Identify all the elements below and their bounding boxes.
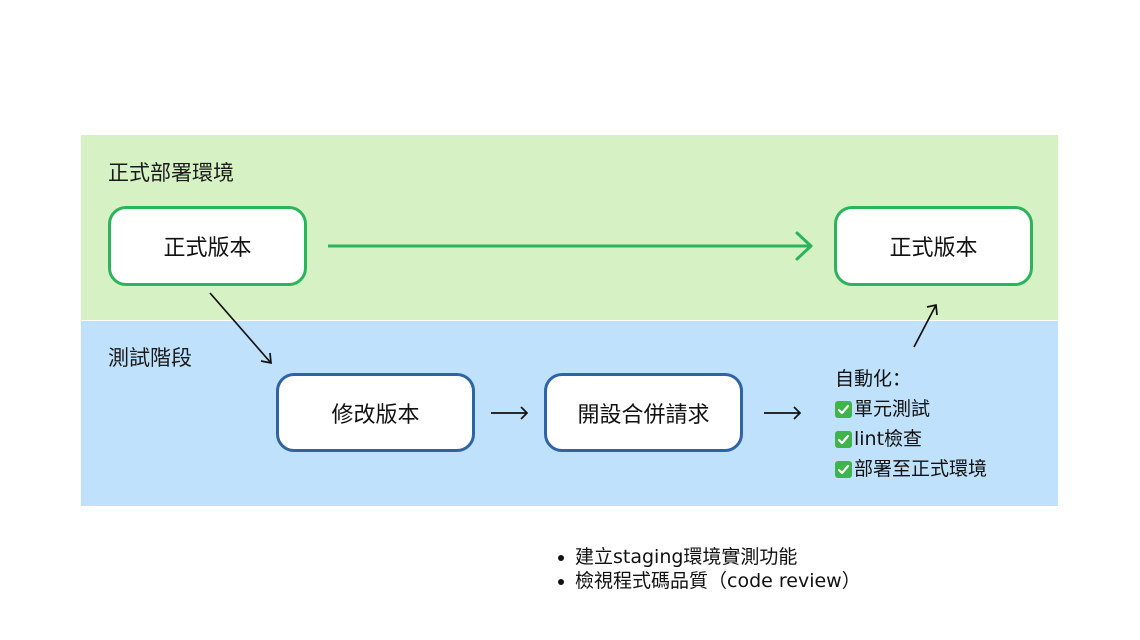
- check-mark-icon: [835, 430, 852, 448]
- check-mark-icon: [835, 400, 852, 418]
- automation-item: 單元測試: [835, 394, 987, 424]
- automation-item: 部署至正式環境: [835, 454, 987, 484]
- note-item: 建立staging環境實測功能: [556, 545, 861, 569]
- automation-heading: 自動化：: [835, 368, 912, 390]
- production-flow-arrow: [328, 231, 813, 261]
- merge-to-automation-arrow: [764, 406, 802, 420]
- modify-version-box: 修改版本: [276, 373, 475, 452]
- check-mark-icon: [835, 460, 852, 478]
- production-version-target-box: 正式版本: [834, 206, 1033, 286]
- modify-to-merge-arrow: [491, 406, 529, 420]
- production-version-source-box: 正式版本: [108, 206, 307, 286]
- merge-request-box: 開設合併請求: [544, 373, 743, 452]
- notes-list: 建立staging環境實測功能 檢視程式碼品質（code review）: [556, 545, 861, 593]
- branch-to-testing-arrow: [209, 292, 272, 365]
- automation-item-label: 單元測試: [854, 398, 931, 420]
- testing-stage-title: 測試階段: [108, 346, 192, 370]
- automation-item-label: 部署至正式環境: [854, 458, 988, 480]
- note-item: 檢視程式碼品質（code review）: [556, 569, 861, 593]
- automation-list: 自動化： 單元測試 lint檢查 部署至正式環境: [835, 364, 987, 484]
- automation-to-production-arrow: [913, 303, 938, 348]
- production-stage-title: 正式部署環境: [108, 161, 234, 185]
- automation-item: lint檢查: [835, 424, 987, 454]
- automation-item-label: lint檢查: [854, 428, 923, 450]
